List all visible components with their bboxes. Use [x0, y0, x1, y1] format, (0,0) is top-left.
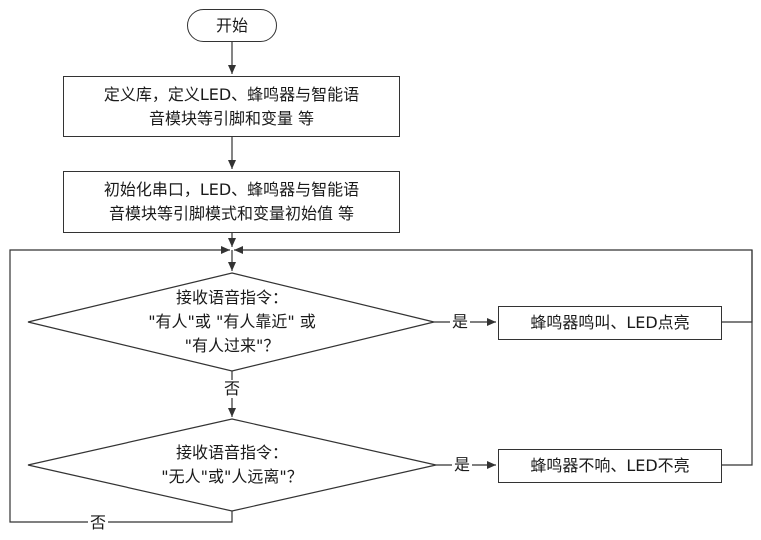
decision1-text: 接收语音指令： "有人"或 "有人靠近" 或 "有人过来"？	[102, 286, 362, 358]
define-process: 定义库，定义LED、蜂鸣器与智能语 音模块等引脚和变量 等	[63, 76, 400, 137]
decision1-line-3: "有人过来"？	[184, 336, 280, 355]
start-label: 开始	[215, 15, 248, 35]
decision1-line-2: "有人"或 "有人靠近" 或	[148, 312, 316, 331]
action2-process: 蜂鸣器不响、LED不亮	[498, 449, 722, 483]
loop-decision2-no	[9, 246, 233, 523]
init-process: 初始化串口，LED、蜂鸣器与智能语 音模块等引脚模式和变量初始值 等	[63, 171, 400, 233]
no-label-2: 否	[88, 513, 109, 532]
start-node: 开始	[187, 9, 277, 42]
decision2-text: 接收语音指令： "无人"或"人远离"？	[102, 441, 362, 489]
define-line-2: 音模块等引脚和变量 等	[148, 108, 315, 128]
decision2-line-2: "无人"或"人远离"？	[161, 467, 303, 486]
init-line-1: 初始化串口，LED、蜂鸣器与智能语	[103, 180, 360, 199]
decision2-line-1: 接收语音指令：	[175, 443, 288, 462]
yes-label-2: 是	[452, 455, 473, 474]
decision1-line-1: 接收语音指令：	[175, 288, 288, 307]
loop-action1-return	[722, 250, 753, 323]
loop-action2-return	[234, 246, 753, 466]
action2-label: 蜂鸣器不响、LED不亮	[530, 456, 690, 475]
yes-label-1: 是	[450, 312, 471, 331]
action1-label: 蜂鸣器鸣叫、LED点亮	[530, 313, 690, 332]
define-line-1: 定义库，定义LED、蜂鸣器与智能语	[103, 84, 360, 104]
no-label-1: 否	[222, 379, 243, 398]
init-line-2: 音模块等引脚模式和变量初始值 等	[108, 204, 355, 223]
action1-process: 蜂鸣器鸣叫、LED点亮	[498, 306, 722, 340]
